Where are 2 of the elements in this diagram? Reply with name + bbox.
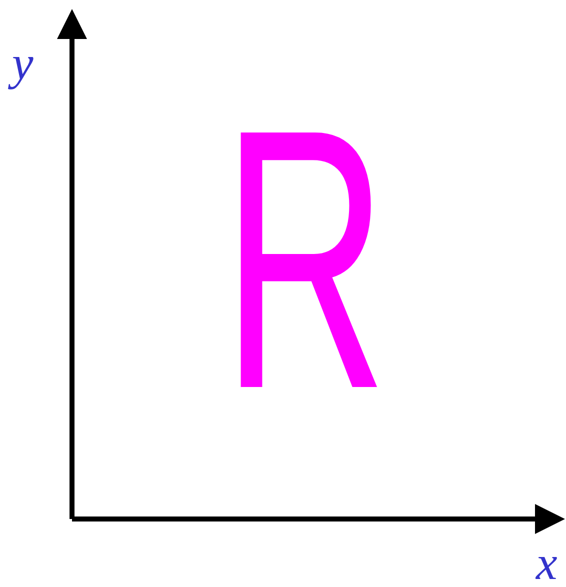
letter-figure: R [222,110,388,410]
axis-label: x [536,540,558,587]
